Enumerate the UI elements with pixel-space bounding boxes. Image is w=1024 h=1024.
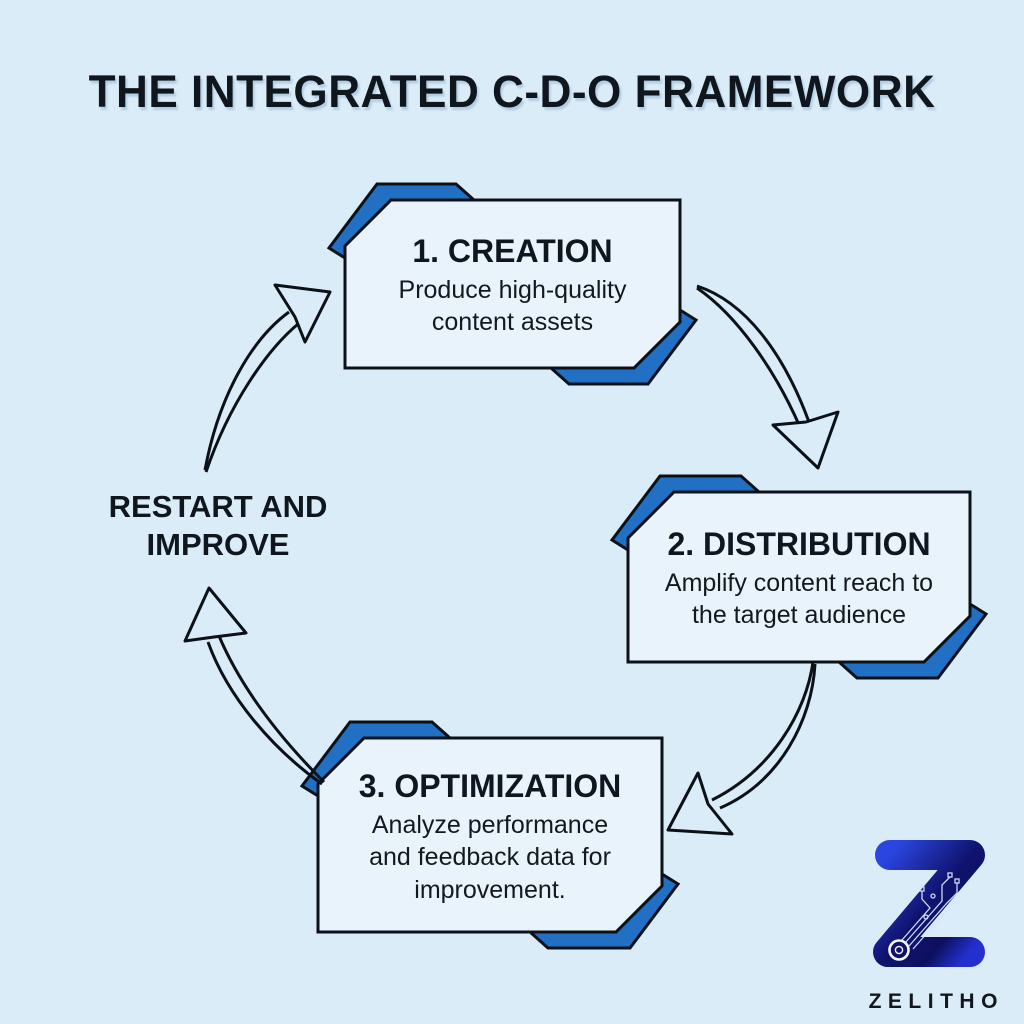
zelitho-logo: ZELITHO: [855, 833, 1011, 1014]
curved-arrow-optimization-to-restart-icon: [183, 586, 326, 786]
cycle-restart-line2: IMPROVE: [146, 526, 290, 562]
step-body: Analyze performance and feedback data fo…: [369, 810, 611, 904]
circuit-traces-icon: [901, 872, 960, 950]
curved-arrow-restart-to-creation-icon: [203, 283, 332, 473]
chamfered-frame: [609, 474, 989, 680]
step-box-creation: 1. CREATION Produce high-quality content…: [326, 182, 699, 386]
step-heading: 1. CREATION: [412, 233, 613, 270]
cycle-restart-label: RESTART AND IMPROVE: [78, 488, 358, 564]
zelitho-z-icon: [873, 840, 985, 967]
step-box-optimization: 3. OPTIMIZATION Analyze performance and …: [299, 720, 681, 950]
step-box-distribution: 2. DISTRIBUTION Amplify content reach to…: [609, 474, 989, 680]
chamfered-frame: [299, 720, 681, 950]
chamfered-frame: [326, 182, 699, 386]
step-body: Amplify content reach to the target audi…: [664, 568, 934, 630]
step-heading: 3. OPTIMIZATION: [358, 767, 622, 804]
cycle-restart-line1: RESTART AND: [108, 489, 328, 524]
brand-name: ZELITHO: [868, 990, 1004, 1013]
page-title: THE INTEGRATED C-D-O FRAMEWORK: [88, 66, 936, 117]
step-heading: 2. DISTRIBUTION: [667, 526, 931, 563]
curved-arrow-creation-to-distribution-icon: [696, 284, 840, 470]
curved-arrow-distribution-to-optimization-icon: [666, 661, 817, 836]
step-body: Produce high-quality content assets: [398, 275, 627, 337]
